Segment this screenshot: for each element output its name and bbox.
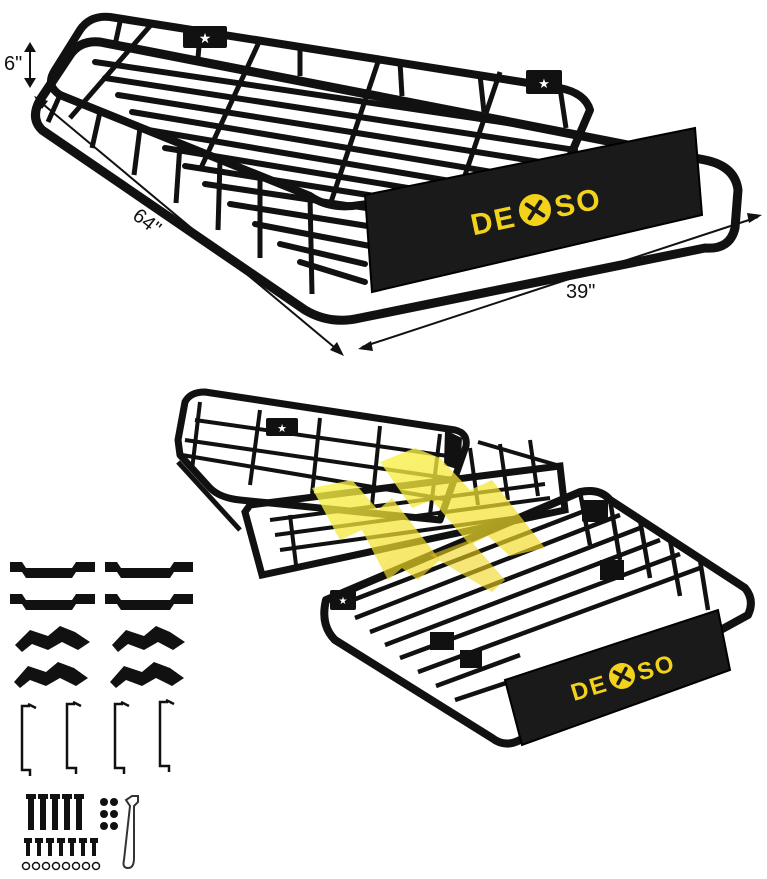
wind-fairing: DE SO	[363, 126, 704, 294]
flat-brackets	[10, 562, 193, 610]
clamp-brackets	[14, 626, 185, 688]
u-bolts	[20, 698, 175, 776]
wrench-icon	[122, 795, 139, 870]
assembly-arrows-icon	[312, 448, 545, 592]
front-section: ★ DE SO	[320, 487, 755, 748]
width-dimension: 39"	[358, 213, 762, 351]
svg-text:★: ★	[339, 596, 348, 607]
bolts	[24, 794, 98, 856]
hardware-kit	[10, 562, 193, 871]
height-dimension: 6"	[4, 42, 36, 88]
svg-text:★: ★	[277, 422, 287, 435]
assembled-cargo-rack: ★ ★ DE SO	[31, 12, 743, 325]
nuts-washers	[21, 798, 118, 871]
exploded-cargo-rack: ★	[174, 388, 755, 748]
width-label: 39"	[566, 281, 595, 303]
height-label: 6"	[4, 53, 22, 75]
svg-text:★: ★	[199, 31, 212, 47]
svg-text:★: ★	[538, 77, 550, 92]
